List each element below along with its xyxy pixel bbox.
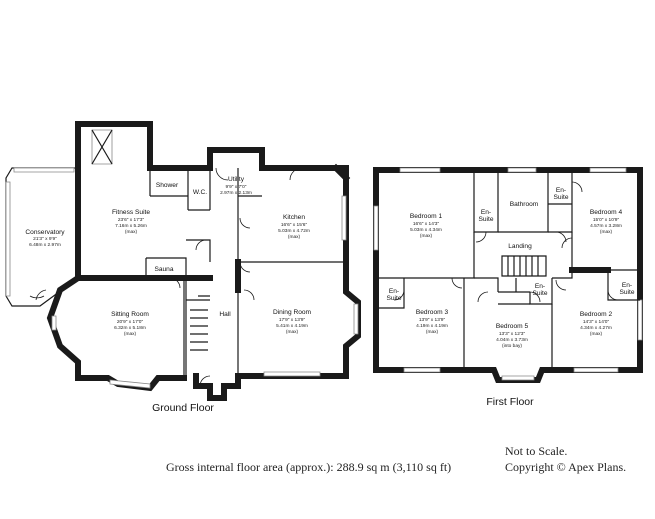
svg-text:Suite: Suite <box>553 194 568 201</box>
room-hall: Hall <box>219 311 231 318</box>
room-ensuite-5: En- Suite <box>532 283 547 297</box>
room-bedroom-2: Bedroom 2 14'3" x 14'0" 4.34m x 4.27m (m… <box>580 311 613 337</box>
room-bedroom-3: Bedroom 3 13'9" x 13'9" 4.19m x 4.19m (m… <box>416 309 449 335</box>
svg-text:Bedroom 1: Bedroom 1 <box>410 213 443 220</box>
not-to-scale-note: Not to Scale. <box>505 444 568 458</box>
svg-text:4.34m x 4.27m: 4.34m x 4.27m <box>580 325 612 331</box>
svg-text:Bedroom 5: Bedroom 5 <box>496 323 529 330</box>
svg-text:4.57m x 3.28m: 4.57m x 3.28m <box>590 223 622 229</box>
ground-floor-label: Ground Floor <box>152 402 214 414</box>
svg-text:Utility: Utility <box>228 176 245 183</box>
svg-text:En-: En- <box>481 209 491 216</box>
svg-text:13'3" x 12'3": 13'3" x 12'3" <box>499 331 526 337</box>
svg-text:16'6" x 14'3": 16'6" x 14'3" <box>413 221 440 227</box>
svg-text:15'0" x 10'9": 15'0" x 10'9" <box>593 217 620 223</box>
svg-text:4.04m x 3.73m: 4.04m x 3.73m <box>496 337 528 343</box>
room-ensuite-4: En- Suite <box>553 187 568 201</box>
room-bedroom-4: Bedroom 4 15'0" x 10'9" 4.57m x 3.28m (m… <box>590 209 623 235</box>
svg-text:Bathroom: Bathroom <box>510 201 539 208</box>
hall-stairs <box>190 309 208 351</box>
svg-text:Sitting Room: Sitting Room <box>111 311 149 318</box>
svg-text:5.03m x 4.72m: 5.03m x 4.72m <box>278 228 310 234</box>
svg-text:(max): (max) <box>590 331 603 337</box>
svg-text:20'9" x 17'0": 20'9" x 17'0" <box>117 319 144 325</box>
room-fitness-suite: Fitness Suite 23'6" x 17'3" 7.16m x 5.26… <box>112 209 150 235</box>
svg-text:14'3" x 14'0": 14'3" x 14'0" <box>583 319 610 325</box>
svg-text:2.97m x 2.13m: 2.97m x 2.13m <box>220 190 252 196</box>
svg-text:7.16m x 5.26m: 7.16m x 5.26m <box>115 223 147 229</box>
svg-text:(max): (max) <box>125 229 138 235</box>
room-ensuite-1: En- Suite <box>478 209 493 223</box>
svg-text:Conservatory: Conservatory <box>25 229 65 236</box>
svg-text:13'9" x 13'9": 13'9" x 13'9" <box>419 317 446 323</box>
svg-text:Bedroom 4: Bedroom 4 <box>590 209 623 216</box>
svg-text:4.19m x 4.19m: 4.19m x 4.19m <box>416 323 448 329</box>
svg-text:17'9" x 13'9": 17'9" x 13'9" <box>279 317 306 323</box>
svg-text:(max): (max) <box>600 229 613 235</box>
svg-text:Landing: Landing <box>508 243 532 250</box>
svg-text:Fitness Suite: Fitness Suite <box>112 209 150 216</box>
svg-text:5.41m x 4.19m: 5.41m x 4.19m <box>276 323 308 329</box>
svg-text:Suite: Suite <box>532 290 547 297</box>
room-bathroom: Bathroom <box>510 201 539 208</box>
room-wc: W.C. <box>193 189 207 196</box>
first-floor-plan <box>373 167 643 383</box>
room-ensuite-3: En- Suite <box>386 288 401 302</box>
landing-stairs <box>501 255 547 277</box>
room-sauna: Sauna <box>154 266 173 273</box>
room-ensuite-2: En- Suite <box>619 282 634 296</box>
svg-text:En-: En- <box>535 283 545 290</box>
svg-text:23'6" x 17'3": 23'6" x 17'3" <box>118 217 145 223</box>
svg-text:Shower: Shower <box>156 182 179 189</box>
ground-floor-plan <box>5 121 361 401</box>
svg-text:Bedroom 2: Bedroom 2 <box>580 311 613 318</box>
svg-text:5.03m x 4.34m: 5.03m x 4.34m <box>410 227 442 233</box>
svg-text:21'3" x 9'9": 21'3" x 9'9" <box>33 236 57 242</box>
svg-text:(into bay): (into bay) <box>502 343 522 349</box>
svg-text:Suite: Suite <box>478 216 493 223</box>
svg-text:Suite: Suite <box>619 289 634 296</box>
svg-text:(max): (max) <box>286 329 299 335</box>
svg-text:Suite: Suite <box>386 295 401 302</box>
svg-text:Kitchen: Kitchen <box>283 214 305 221</box>
svg-text:Dining Room: Dining Room <box>273 309 312 316</box>
svg-text:16'6" x 15'6": 16'6" x 15'6" <box>281 222 308 228</box>
room-bedroom-1: Bedroom 1 16'6" x 14'3" 5.03m x 4.34m (m… <box>410 213 443 239</box>
svg-text:6.48m x 2.97m: 6.48m x 2.97m <box>29 242 61 248</box>
conservatory-area <box>5 167 79 307</box>
room-bedroom-5: Bedroom 5 13'3" x 12'3" 4.04m x 3.73m (i… <box>496 323 529 349</box>
svg-text:W.C.: W.C. <box>193 189 207 196</box>
room-utility: Utility 9'9" x 7'0" 2.97m x 2.13m <box>220 176 252 196</box>
room-dining-room: Dining Room 17'9" x 13'9" 5.41m x 4.19m … <box>273 309 312 335</box>
svg-text:Sauna: Sauna <box>154 266 173 273</box>
svg-text:(max): (max) <box>426 329 439 335</box>
svg-text:Bedroom 3: Bedroom 3 <box>416 309 449 316</box>
room-shower: Shower <box>156 182 179 189</box>
room-landing: Landing <box>508 243 532 250</box>
first-floor-label: First Floor <box>486 396 534 408</box>
room-kitchen: Kitchen 16'6" x 15'6" 5.03m x 4.72m (max… <box>278 214 310 240</box>
svg-text:(max): (max) <box>124 331 137 337</box>
svg-text:En-: En- <box>556 187 566 194</box>
room-sitting-room: Sitting Room 20'9" x 17'0" 6.32m x 5.18m… <box>111 311 149 337</box>
floor-area-text: Gross internal floor area (approx.): 288… <box>166 460 452 474</box>
svg-text:En-: En- <box>622 282 632 289</box>
copyright-text: Copyright © Apex Plans. <box>505 460 627 474</box>
svg-text:6.32m x 5.18m: 6.32m x 5.18m <box>114 325 146 331</box>
svg-text:9'9" x 7'0": 9'9" x 7'0" <box>226 184 247 190</box>
svg-text:En-: En- <box>389 288 399 295</box>
svg-text:(max): (max) <box>420 233 433 239</box>
svg-text:(max): (max) <box>288 234 301 240</box>
room-conservatory: Conservatory 21'3" x 9'9" 6.48m x 2.97m <box>25 229 65 248</box>
svg-text:Hall: Hall <box>219 311 231 318</box>
